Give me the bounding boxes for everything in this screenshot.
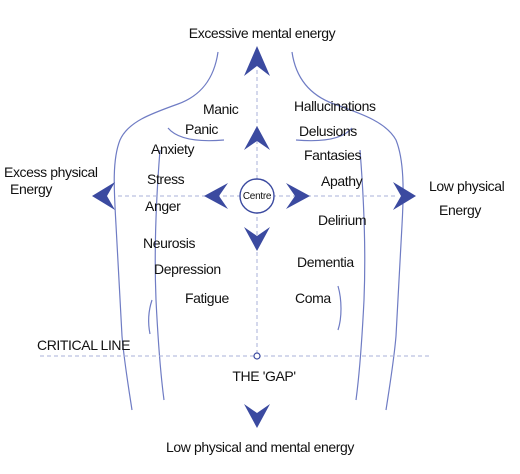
state-anxiety: Anxiety [151,141,195,157]
body-outline [113,51,404,411]
state-hallucinations: Hallucinations [294,98,376,114]
arrows [92,46,416,428]
left-outer-arrow [92,182,115,210]
state-fantasies: Fantasies [304,147,362,163]
inner-down-arrow [244,227,270,251]
top-axis-label: Excessive mental energy [188,25,336,41]
state-stress: Stress [147,171,185,187]
state-anger: Anger [145,198,181,214]
top-outer-arrow [244,46,270,76]
state-dementia: Dementia [297,254,354,270]
state-panic: Panic [185,121,219,137]
right-shoulder-outline [291,51,404,411]
right-chest-curve [295,127,353,142]
left-chest-curve [167,127,225,142]
left-shoulder-outline [113,51,219,411]
inner-right-arrow [286,183,310,209]
left-arm-line [154,149,165,401]
inner-up-arrow [244,126,270,150]
right-axis-label-line2: Energy [439,202,481,218]
state-apathy: Apathy [321,173,363,189]
right-outer-arrow [393,182,416,210]
left-axis-label-line1: Excess physical [4,164,98,180]
state-neurosis: Neurosis [143,235,196,251]
state-fatigue: Fatigue [185,290,229,306]
centre-circle [239,178,275,214]
gap-marker [253,352,261,360]
right-arm-line [355,149,366,401]
gap-label: THE 'GAP' [232,368,296,384]
left-hip-mark [148,299,153,335]
bottom-outer-arrow [244,404,270,428]
state-depression: Depression [154,261,221,277]
state-delusions: Delusions [299,123,357,139]
right-axis-label-line1: Low physical [429,178,505,194]
bottom-axis-label: Low physical and mental energy [165,439,355,455]
centre-label: Centre [242,191,272,202]
right-hip-mark [337,285,342,331]
state-manic: Manic [203,101,239,117]
state-delirium: Delirium [318,212,367,228]
inner-left-arrow [204,183,228,209]
state-coma: Coma [295,290,331,306]
critical-line-label: CRITICAL LINE [37,337,131,353]
left-axis-label-line2: Energy [10,181,52,197]
